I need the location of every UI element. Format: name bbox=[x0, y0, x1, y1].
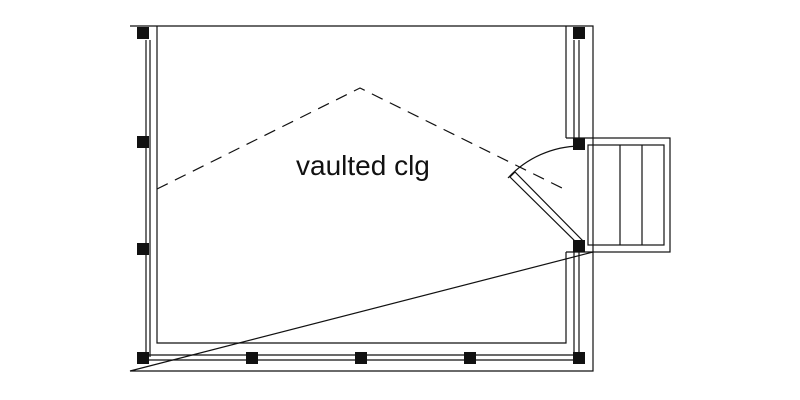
post bbox=[137, 243, 149, 255]
step-landing bbox=[587, 144, 665, 246]
door-swing-arc bbox=[507, 145, 581, 179]
post bbox=[137, 352, 149, 364]
post bbox=[137, 27, 149, 39]
post bbox=[573, 352, 585, 364]
post bbox=[573, 138, 585, 150]
post bbox=[355, 352, 367, 364]
post bbox=[246, 352, 258, 364]
door-leaf bbox=[509, 171, 585, 247]
outer-wall bbox=[129, 25, 594, 372]
post bbox=[137, 136, 149, 148]
steps bbox=[592, 137, 671, 253]
post bbox=[573, 27, 585, 39]
post bbox=[464, 352, 476, 364]
inner-wall bbox=[156, 26, 567, 344]
room-label: vaulted clg bbox=[296, 150, 430, 181]
post bbox=[573, 240, 585, 252]
vault-ridge-line bbox=[156, 87, 567, 191]
